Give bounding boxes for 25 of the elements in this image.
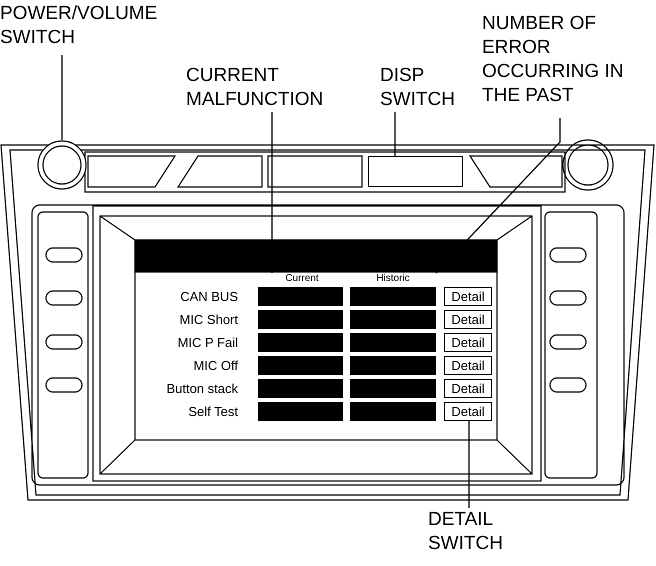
detail-button: Detail: [444, 356, 492, 375]
callout-label: CURRENT MALFUNCTION: [186, 64, 366, 112]
column-header: Current: [272, 273, 332, 285]
row-label: Self Test: [187, 403, 238, 421]
row-label: MIC P Fail: [176, 334, 238, 352]
knob: [37, 140, 87, 190]
callout-label: DISP SWITCH: [380, 64, 472, 112]
callout-label: NUMBER OF ERROR OCCURRING IN THE PAST: [482, 12, 642, 108]
detail-button: Detail: [444, 402, 492, 421]
row-label: Button stack: [165, 380, 238, 398]
column-header: Historic: [350, 273, 436, 285]
row-label: CAN BUS: [179, 288, 238, 306]
row-label: MIC Short: [178, 311, 238, 329]
detail-button: Detail: [444, 287, 492, 306]
callout-label: POWER/VOLUME SWITCH: [0, 2, 230, 50]
detail-button: Detail: [444, 333, 492, 352]
detail-button: Detail: [444, 379, 492, 398]
leader-line: [271, 112, 273, 273]
callout-label: DETAIL SWITCH: [428, 508, 528, 556]
detail-button: Detail: [444, 310, 492, 329]
leader-line: [394, 112, 396, 156]
leader-line: [468, 421, 470, 508]
leader-line: [61, 55, 63, 140]
row-label: MIC Off: [192, 357, 238, 375]
disp-button: [368, 156, 463, 187]
